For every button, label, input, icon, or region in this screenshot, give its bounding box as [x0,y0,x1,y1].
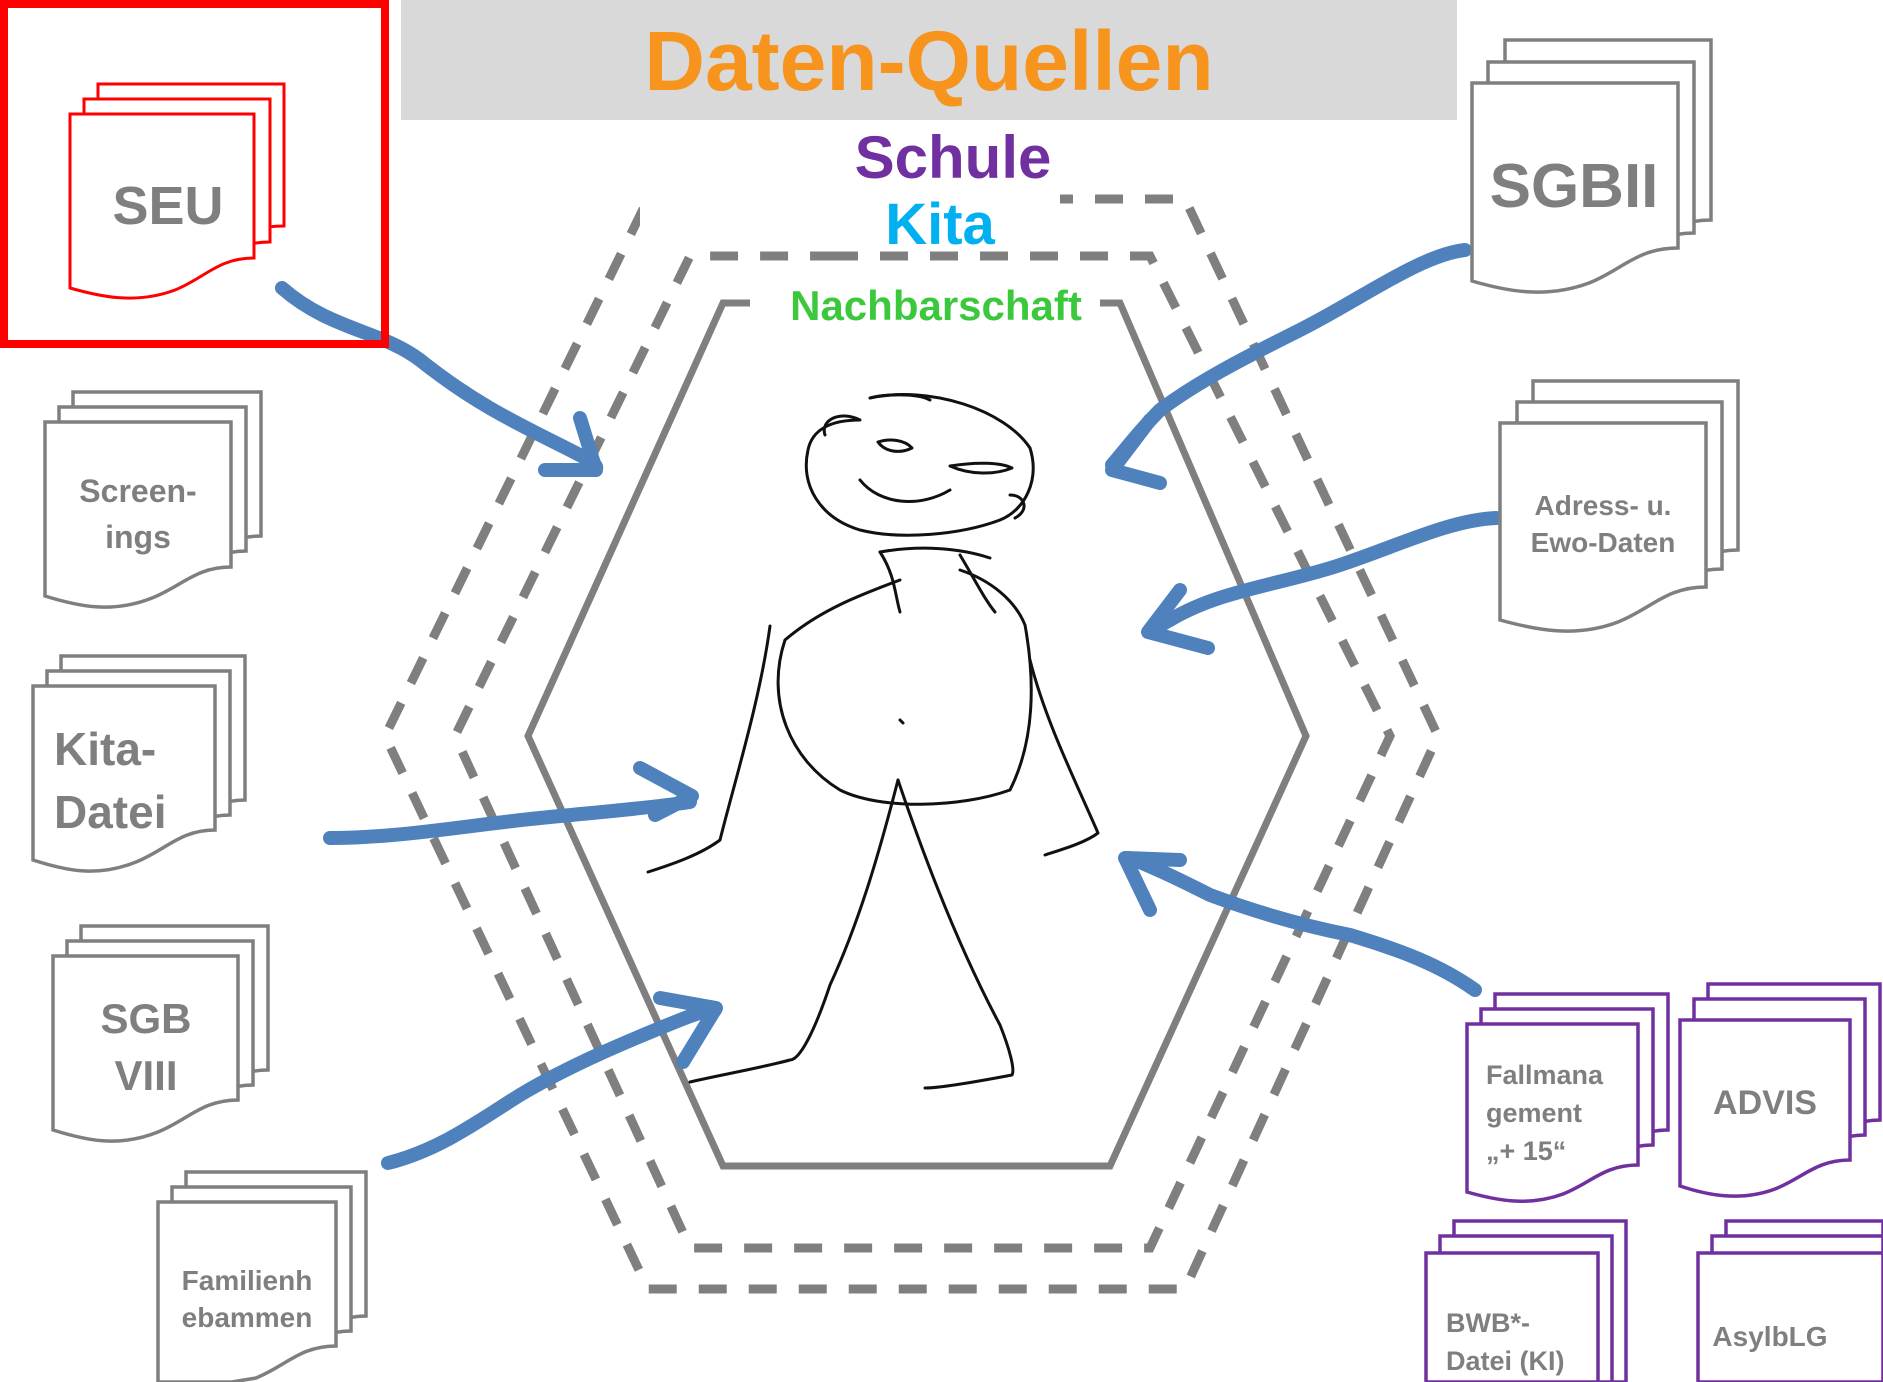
seu-highlight-box [0,0,389,348]
doc-label-adress-2: Ewo-Daten [1531,527,1676,558]
ring-label-kita: Kita [885,192,995,257]
doc-label-sgb-viii-2: VIII [114,1052,177,1099]
doc-label-seu: SEU [112,176,223,236]
arrow-kita-datei [323,795,697,845]
inner-ring-nachbarschaft [524,299,1310,1170]
outer-ring-schule [380,194,1443,1294]
arrowhead-seu [538,411,603,477]
ring-label-schule: Schule [855,124,1052,191]
doc-fallmanagement [1465,992,1670,1203]
arrowhead-adress [1141,583,1215,655]
diagram-title: Daten-Quellen [644,14,1213,108]
doc-label-fallmanagement-1: Fallmana [1486,1060,1604,1090]
arrow-seu [275,281,604,477]
doc-familienhebammen [156,1170,368,1382]
doc-label-adress-1: Adress- u. [1535,490,1672,521]
title-bar [401,0,1457,120]
ring-label-nachbarschaft: Nachbarschaft [790,282,1082,329]
arrowhead-familienhebammen [653,991,723,1069]
doc-label-screenings-1: Screen- [79,473,196,509]
arrow-fallmanagement [1123,851,1482,997]
doc-label-bwb-2: Datei (KI) [1446,1346,1565,1376]
hexagon-rings [380,194,1443,1294]
doc-bwb [1424,1219,1628,1382]
person-sketch [646,393,1100,1090]
arrow-adress [1145,511,1503,637]
doc-label-fallmanagement-3: „+ 15“ [1486,1136,1566,1166]
arrows [275,243,1503,1170]
doc-seu [68,82,286,300]
doc-adress [1498,379,1740,633]
doc-sgbii [1470,38,1713,294]
doc-label-bwb-1: BWB*- [1446,1308,1530,1338]
doc-screenings [43,390,263,609]
doc-label-kita-datei-2: Datei [54,786,166,838]
doc-label-sgb-viii-1: SGB [100,995,191,1042]
doc-label-sgbii: SGBII [1490,152,1659,221]
arrow-familienhebammen [381,1003,722,1170]
doc-label-advis: ADVIS [1713,1084,1817,1122]
doc-label-familienhebammen-2: ebammen [182,1302,313,1333]
doc-advis [1678,982,1882,1198]
doc-label-screenings-2: ings [105,519,171,555]
doc-kita-datei [31,654,247,873]
doc-label-fallmanagement-2: gement [1486,1098,1582,1128]
doc-label-familienhebammen-1: Familienh [182,1265,313,1296]
arrowhead-fallmanagement [1118,851,1187,917]
middle-ring-kita [450,251,1395,1253]
doc-label-kita-datei-1: Kita- [54,723,156,775]
doc-sgb-viii [51,924,270,1143]
doc-label-asylblg: AsylbLG [1712,1321,1827,1352]
arrowhead-kita-datei [633,761,699,822]
arrowhead-sgbii [1105,413,1167,490]
doc-asylblg [1696,1219,1883,1382]
